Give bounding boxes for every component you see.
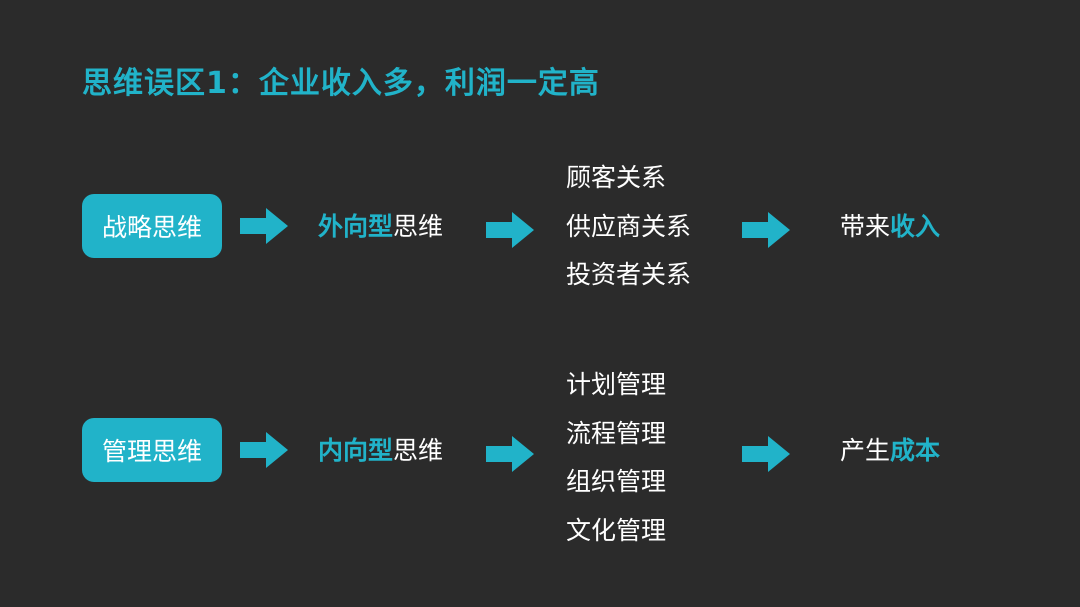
outward-type-text: 外向型 [318,212,394,241]
produce-text: 产生 [840,436,891,465]
list-item: 文化管理 [566,515,667,545]
management-list: 计划管理 流程管理 组织管理 文化管理 [566,361,666,555]
bring-text: 带来 [840,212,891,241]
right-arrow-icon [486,212,534,248]
revenue-result-label: 带来收入 [840,210,940,244]
right-arrow-icon [240,432,288,468]
thinking-text: 思维 [393,212,444,241]
list-item: 顾客关系 [566,163,667,192]
relationship-list: 顾客关系 供应商关系 投资者关系 [566,154,691,300]
right-arrow-icon [742,212,790,248]
list-item: 投资者关系 [566,260,692,289]
right-arrow-icon [742,436,790,472]
cost-text: 成本 [890,436,941,465]
thinking-text: 思维 [393,436,444,465]
list-item: 组织管理 [566,467,667,496]
list-item: 流程管理 [566,418,667,448]
inward-type-text: 内向型 [318,436,394,465]
revenue-text: 收入 [890,212,941,241]
right-arrow-icon [486,436,534,472]
list-item: 计划管理 [566,370,667,399]
outward-thinking-label: 外向型思维 [318,210,443,244]
strategy-thinking-box: 战略思维 [82,194,222,258]
list-item: 供应商关系 [566,211,692,241]
right-arrow-icon [240,208,288,244]
management-thinking-box: 管理思维 [82,418,222,482]
cost-result-label: 产生成本 [840,434,940,468]
slide-title: 思维误区1：企业收入多，利润一定高 [82,66,600,101]
inward-thinking-label: 内向型思维 [318,434,443,468]
